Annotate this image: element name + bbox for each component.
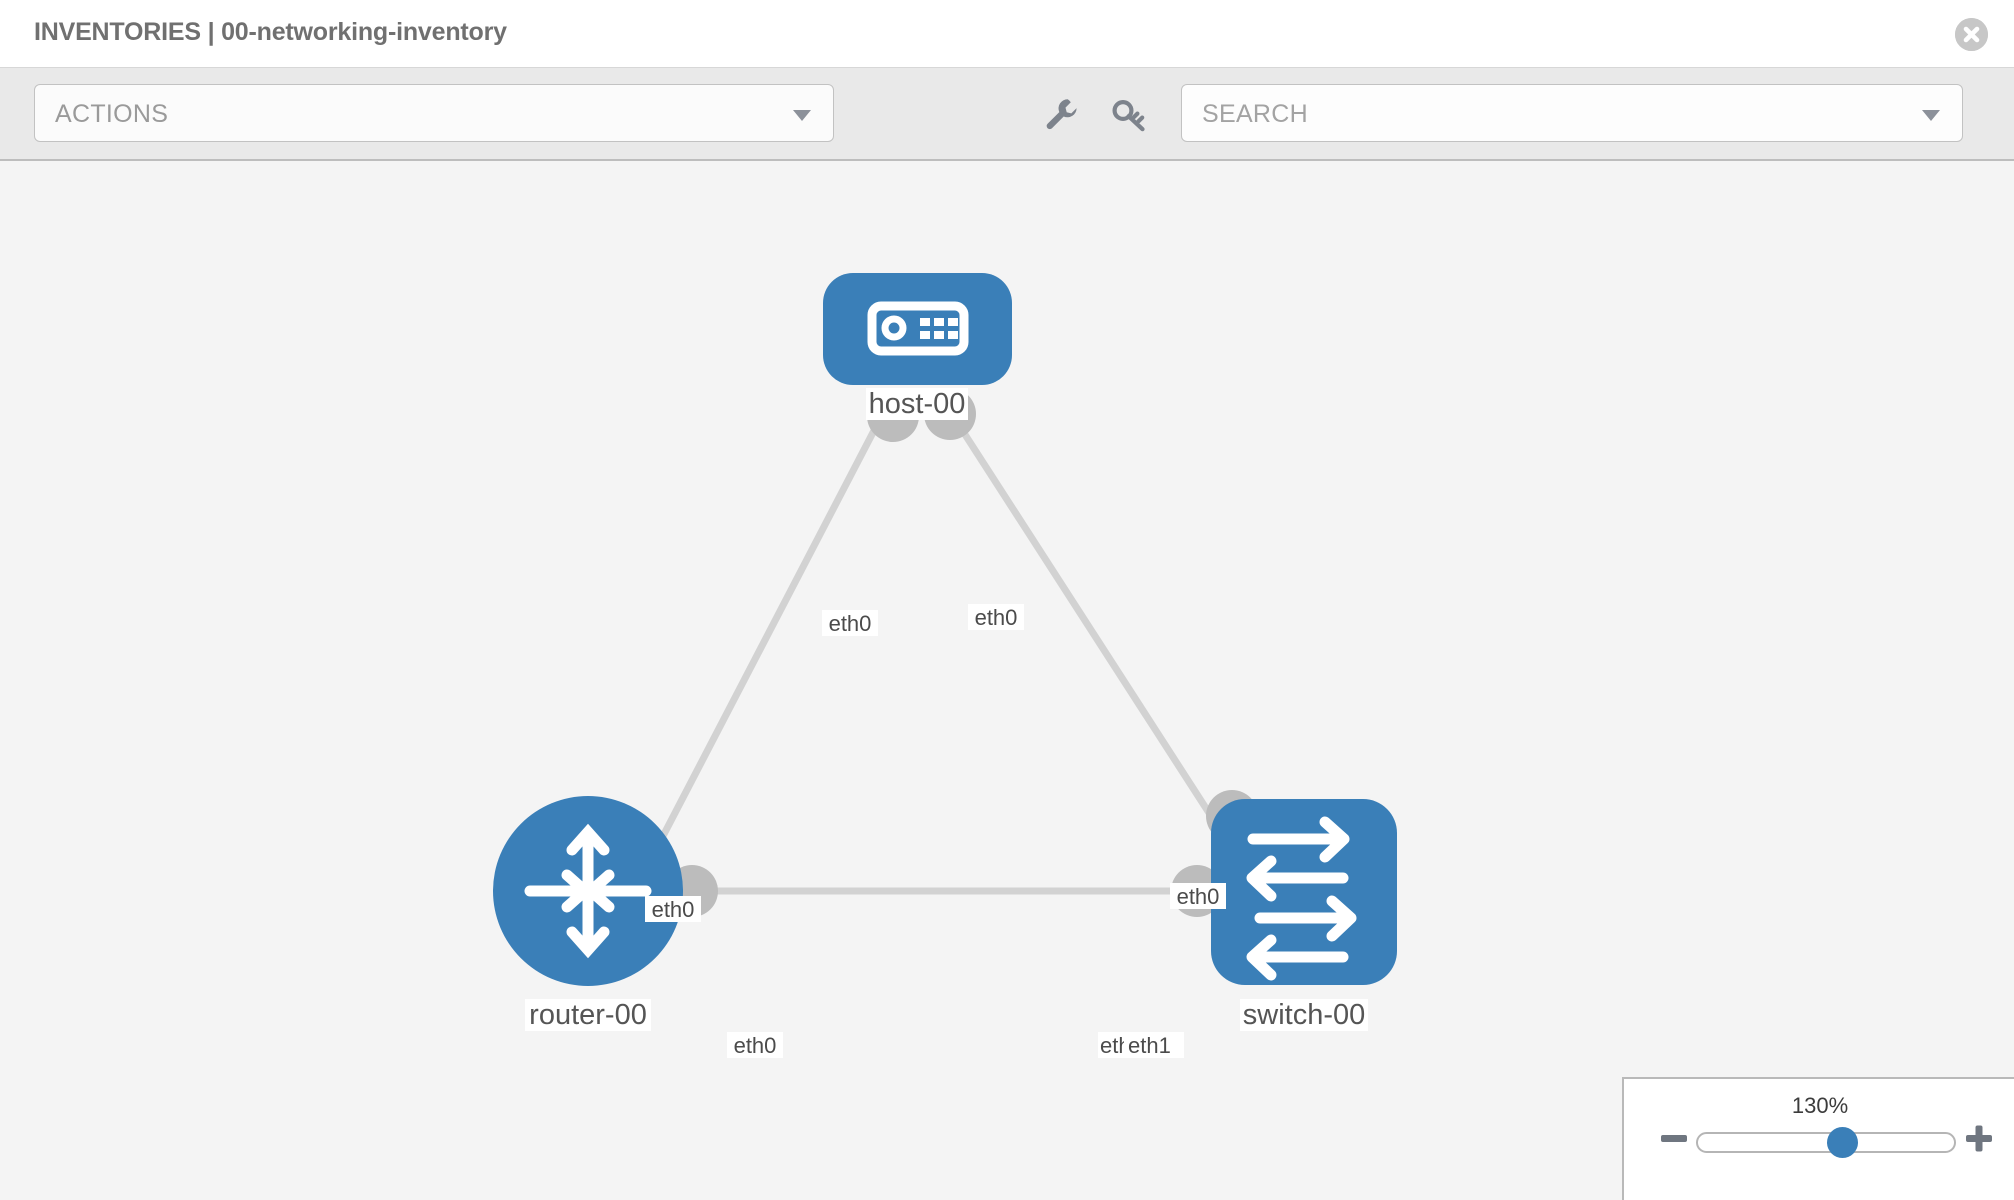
- minus-icon[interactable]: [1659, 1124, 1689, 1154]
- edge-label-host-eth0-left: eth0: [829, 611, 872, 636]
- search-field[interactable]: [1181, 84, 1963, 143]
- zoom-level-label: 130%: [1791, 1093, 1849, 1118]
- edge-label-switch-eth0-uplink: eth0: [1177, 884, 1220, 909]
- chevron-down-icon: [793, 110, 811, 121]
- node-switch-00[interactable]: switch-00: [1211, 799, 1397, 1031]
- node-router-00-label-bg: [525, 999, 651, 1031]
- link-host-router[interactable]: [646, 417, 884, 863]
- node-switch-00-label: switch-00: [1243, 999, 1366, 1031]
- topology-links: [646, 417, 1243, 895]
- close-icon[interactable]: [1955, 18, 1988, 51]
- toolbar: ACTIONS: [0, 68, 2014, 161]
- node-host-00-label-bg: [866, 388, 968, 420]
- topology-graph: host-00 router-00: [493, 273, 1397, 1058]
- actions-dropdown[interactable]: ACTIONS: [34, 84, 834, 142]
- node-switch-00-shape[interactable]: [1211, 799, 1397, 985]
- wrench-icon[interactable]: [1043, 96, 1079, 132]
- search-input[interactable]: [1200, 85, 1904, 143]
- zoom-slider-thumb[interactable]: [1827, 1127, 1858, 1158]
- link-host-switch[interactable]: [952, 417, 1243, 863]
- zoom-slider[interactable]: [1696, 1132, 1956, 1153]
- page-header: INVENTORIES | 00-networking-inventory: [0, 0, 2014, 68]
- actions-dropdown-label: ACTIONS: [55, 100, 169, 128]
- topology-canvas[interactable]: host-00 router-00: [0, 161, 2014, 1200]
- node-switch-00-label-bg: [1240, 999, 1368, 1031]
- node-router-00-label: router-00: [529, 999, 647, 1031]
- edge-labels: eth0 eth0 eth0 eth0 eth0 eth eth1: [645, 604, 1226, 1058]
- edge-label-host-eth0-right: eth0: [975, 605, 1018, 630]
- key-icon[interactable]: [1111, 96, 1147, 132]
- node-router-00[interactable]: router-00: [493, 796, 683, 1031]
- node-host-00[interactable]: host-00: [823, 273, 1012, 420]
- edge-label-switch-eth1: eth1: [1128, 1033, 1171, 1058]
- node-host-00-shape[interactable]: [823, 273, 1012, 385]
- switch-arrows-icon: [1246, 816, 1357, 981]
- plus-icon[interactable]: [1964, 1124, 1994, 1154]
- router-arrows-icon: [524, 823, 652, 959]
- server-icon: [867, 301, 969, 356]
- node-host-00-label: host-00: [869, 388, 966, 420]
- page-title: INVENTORIES | 00-networking-inventory: [34, 18, 507, 46]
- search-chevron-down-icon[interactable]: [1922, 110, 1940, 121]
- edge-label-router-eth0: eth0: [734, 1033, 777, 1058]
- edge-label-router-eth0-uplink: eth0: [652, 897, 695, 922]
- zoom-control-panel: 130%: [1622, 1077, 2014, 1200]
